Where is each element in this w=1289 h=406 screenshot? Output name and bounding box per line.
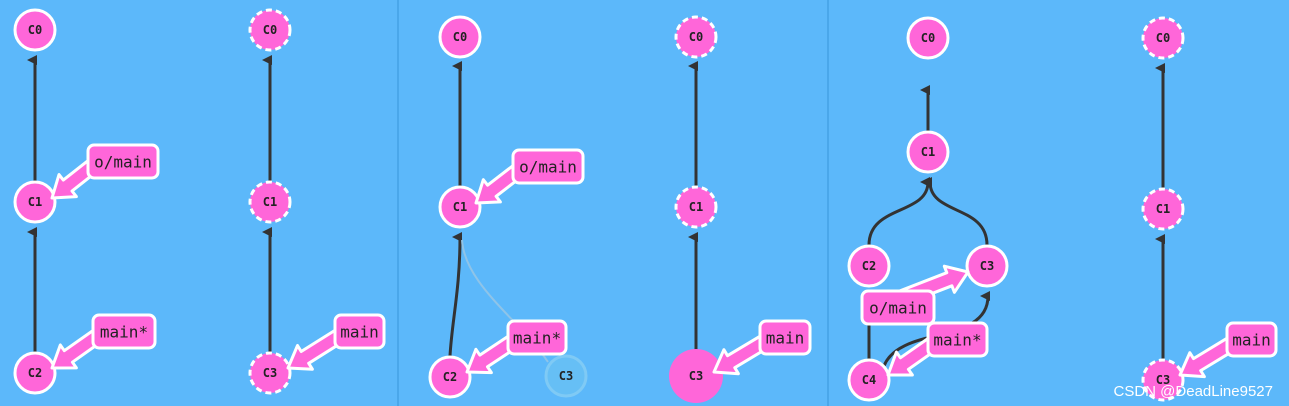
commit-node-c3 — [669, 349, 723, 403]
branch-label-box — [91, 313, 157, 350]
commit-node-c3 — [544, 354, 588, 398]
commit-label-c0: C0 — [689, 30, 703, 44]
commit-node-c3 — [1141, 358, 1185, 402]
commit-node-c2 — [847, 244, 891, 288]
commit-label-c0: C0 — [921, 31, 935, 45]
branch-label-box — [86, 143, 160, 180]
commit-node-c2 — [428, 355, 472, 399]
commit-label-c4: C4 — [862, 373, 876, 387]
branch-label-box — [758, 319, 812, 356]
commit-label-c1: C1 — [1156, 202, 1170, 216]
commit-node-c1 — [906, 130, 950, 174]
commit-node-c0 — [1141, 16, 1185, 60]
branch-label-main: main — [1232, 331, 1271, 350]
commit-label-c3: C3 — [980, 259, 994, 273]
parent-edge — [922, 176, 989, 246]
commit-label-c1: C1 — [689, 200, 703, 214]
branch-label-box — [1225, 321, 1278, 358]
commit-label-c3: C3 — [689, 369, 703, 383]
branch-label-main-: main* — [513, 329, 561, 348]
commit-node-c0 — [674, 15, 718, 59]
commit-label-c1: C1 — [453, 200, 467, 214]
parent-edge — [867, 177, 931, 246]
commit-label-c0: C0 — [263, 23, 277, 37]
commit-label-c1: C1 — [921, 145, 935, 159]
branch-label-o-main: o/main — [94, 153, 152, 172]
panel-divider — [827, 0, 829, 406]
watermark: CSDN @DeadLine9527 — [1113, 383, 1274, 400]
commit-label-c1: C1 — [28, 195, 42, 209]
branch-label-main-: main* — [933, 331, 981, 350]
commit-label-c3: C3 — [1156, 373, 1170, 387]
branch-label-main: main — [340, 323, 379, 342]
commit-node-c4 — [847, 358, 891, 402]
commit-node-c0 — [13, 8, 57, 52]
commit-node-c0 — [248, 8, 292, 52]
commit-node-c3 — [248, 351, 292, 395]
commit-label-c3: C3 — [263, 366, 277, 380]
commit-label-c1: C1 — [263, 195, 277, 209]
branch-label-box — [926, 321, 989, 358]
parent-edge — [448, 232, 463, 357]
branch-label-box — [506, 319, 568, 356]
commit-node-c1 — [674, 185, 718, 229]
commit-node-c1 — [248, 180, 292, 224]
commit-node-c3 — [965, 244, 1009, 288]
commit-label-c2: C2 — [862, 259, 876, 273]
branch-label-main: main — [766, 329, 805, 348]
commit-label-c2: C2 — [28, 366, 42, 380]
branch-label-o-main: o/main — [869, 299, 927, 318]
commit-label-c0: C0 — [453, 30, 467, 44]
commit-node-c1 — [438, 185, 482, 229]
commit-label-c2: C2 — [443, 370, 457, 384]
panel-divider — [397, 0, 399, 406]
commit-label-c0: C0 — [1156, 31, 1170, 45]
branch-label-box — [333, 313, 386, 350]
commit-node-c0 — [438, 15, 482, 59]
commit-label-c0: C0 — [28, 23, 42, 37]
commit-node-c1 — [1141, 187, 1185, 231]
branch-label-o-main: o/main — [519, 158, 577, 177]
branch-label-box — [860, 289, 936, 326]
commit-node-c2 — [13, 351, 57, 395]
branch-label-box — [511, 148, 585, 185]
commit-node-c0 — [906, 16, 950, 60]
commit-label-c3: C3 — [559, 369, 573, 383]
branch-label-main-: main* — [100, 323, 148, 342]
commit-node-c1 — [13, 180, 57, 224]
